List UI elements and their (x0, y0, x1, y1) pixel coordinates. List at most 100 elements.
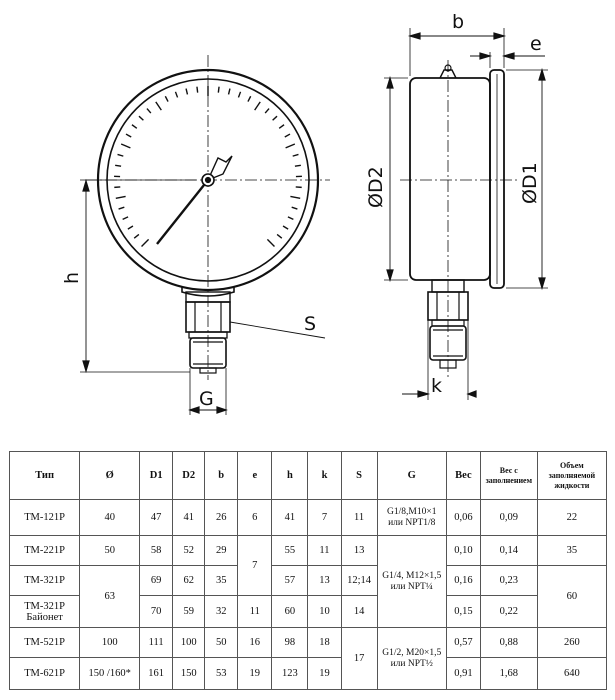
header-dia: Ø (79, 451, 141, 500)
header-e: e (237, 451, 273, 500)
dim-label-e: e (530, 33, 542, 55)
header-d2: D2 (172, 451, 206, 500)
cell-h: 123 (271, 657, 309, 690)
cell-type: ТМ-621Р (8, 657, 81, 690)
cell-g: G1/2, M20×1,5 или NPT½ (376, 627, 447, 690)
cell-dia: 50 (79, 535, 141, 566)
table-row: ТМ-121Р 40 47 41 26 6 41 7 11 G1/8,M10×1… (8, 499, 608, 536)
gauge-bezel-side (489, 69, 505, 289)
cell-h: 55 (271, 535, 309, 566)
cell-e: 11 (237, 595, 273, 628)
dial-tick (290, 195, 301, 200)
cell-dia: 63 (79, 565, 141, 628)
dial-tick (125, 133, 132, 138)
cell-s: 17 (340, 627, 378, 690)
dial-tick (237, 91, 242, 98)
dim-label-d2: ØD2 (365, 166, 387, 208)
cell-b: 53 (204, 657, 239, 690)
dial-tick (276, 233, 283, 239)
gauge-drawing: b e ØD2 ØD1 h S G k (61, 11, 548, 415)
cell-e: 16 (237, 627, 273, 658)
cell-s: 14 (340, 595, 378, 628)
dial-tick (120, 143, 131, 149)
cell-s: 11 (340, 499, 378, 536)
dial-tick (284, 133, 291, 138)
cell-dia: 150 /160* (79, 657, 141, 690)
dial-tick (266, 238, 275, 247)
gauge-pointer (156, 155, 233, 245)
dial-tick (115, 164, 122, 167)
cell-weight-filled: 0,22 (479, 595, 538, 628)
dial-tick (185, 88, 189, 95)
cell-type: ТМ-521Р (8, 627, 81, 658)
dial-tick (217, 86, 220, 93)
cell-h: 60 (271, 595, 309, 628)
cell-d1: 111 (139, 627, 174, 658)
cell-b: 35 (204, 565, 239, 596)
cell-fill-volume: 60 (536, 565, 608, 628)
dial-tick (155, 101, 162, 111)
cell-g: G1/4, M12×1,5 или NPT¼ (376, 535, 447, 628)
dim-label-g: G (199, 388, 214, 410)
cell-dia: 100 (79, 627, 141, 658)
cell-e: 19 (237, 657, 273, 690)
header-s: S (340, 451, 378, 500)
header-type: Тип (8, 451, 81, 500)
header-k: k (307, 451, 342, 500)
gauge-case (409, 77, 491, 281)
header-weight-filled: Вес с заполнением (479, 451, 538, 500)
cell-h: 98 (271, 627, 309, 658)
cell-k: 7 (307, 499, 342, 536)
cell-d2: 100 (172, 627, 206, 658)
table-header-row: Тип Ø D1 D2 b e h k S G Вес Вес с заполн… (8, 451, 608, 500)
cell-type: ТМ-221Р (8, 535, 81, 566)
cell-fill-volume: 22 (536, 499, 608, 536)
cell-weight: 0,57 (445, 627, 481, 658)
cell-weight: 0,91 (445, 657, 481, 690)
front-view (80, 55, 330, 415)
cell-s: 12;14 (340, 565, 378, 596)
dial-tick (272, 115, 278, 121)
cell-b: 32 (204, 595, 239, 628)
dial-tick (133, 233, 140, 239)
dial-tick (282, 225, 289, 230)
dim-label-s: S (304, 313, 316, 335)
cell-type: ТМ-321Р (8, 565, 81, 596)
dial-tick (118, 206, 125, 210)
cell-k: 11 (307, 535, 342, 566)
cell-fill-volume: 260 (536, 627, 608, 658)
dial-tick (247, 95, 252, 102)
cell-d1: 47 (139, 499, 174, 536)
dial-tick (285, 143, 296, 149)
cell-type: ТМ-121Р (8, 499, 81, 536)
cell-b: 26 (204, 499, 239, 536)
cell-dia: 40 (79, 499, 141, 536)
cell-g: G1/8,M10×1 или NPT1/8 (376, 499, 447, 536)
cell-weight: 0,16 (445, 565, 481, 596)
cell-weight-filled: 0,88 (479, 627, 538, 658)
header-d1: D1 (139, 451, 174, 500)
dial-tick (164, 95, 169, 102)
table-row: ТМ-321Р Байонет 70 59 32 11 60 10 14 0,1… (8, 595, 607, 628)
header-weight: Вес (445, 451, 481, 500)
cell-e: 7 (237, 535, 273, 596)
dial-tick (141, 238, 150, 247)
dial-tick (138, 115, 144, 121)
dial-tick (117, 153, 124, 157)
dim-label-b: b (452, 11, 464, 33)
cell-d1: 161 (139, 657, 174, 690)
dial-ticks (114, 86, 302, 247)
cell-d1: 69 (139, 565, 174, 596)
cell-weight: 0,06 (445, 499, 481, 536)
side-view (384, 28, 548, 400)
cell-weight-filled: 0,09 (479, 499, 538, 536)
dial-tick (278, 124, 285, 129)
cell-s: 13 (340, 535, 378, 566)
cell-weight: 0,10 (445, 535, 481, 566)
dial-tick (196, 86, 199, 93)
spec-table: Тип Ø D1 D2 b e h k S G Вес Вес с заполн… (8, 451, 608, 690)
dial-tick (294, 164, 301, 167)
dial-tick (264, 108, 270, 114)
cell-k: 18 (307, 627, 342, 658)
dim-label-k: k (431, 375, 442, 397)
